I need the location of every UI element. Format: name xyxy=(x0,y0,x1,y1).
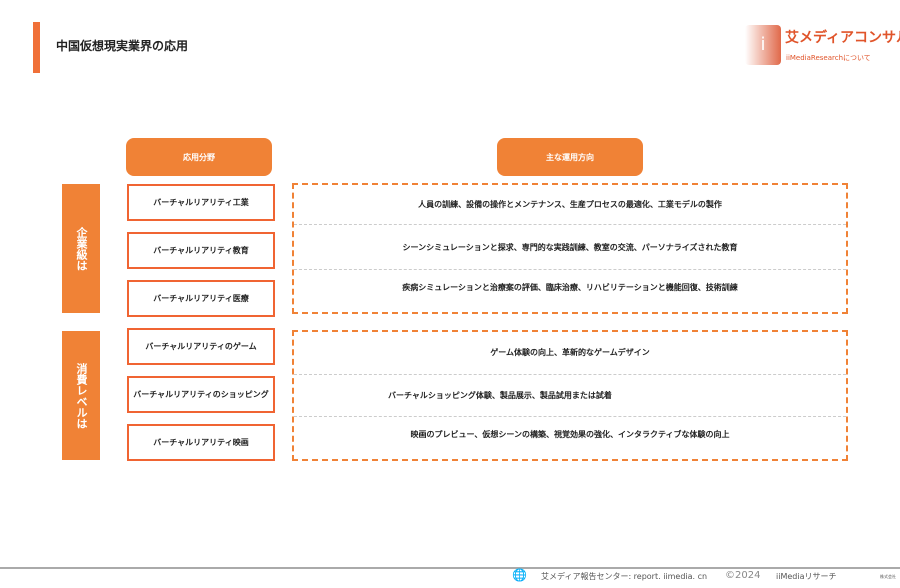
field-item: バーチャルリアリティ医療 xyxy=(127,280,275,317)
direction-text: シーンシミュレーションと探求、専門的な実践訓練、教室の交流、パーソナライズされた… xyxy=(402,242,738,252)
title-accent-bar xyxy=(33,22,40,73)
field-item: バーチャルリアリティ教育 xyxy=(127,232,275,269)
logo-icon: i xyxy=(745,25,781,65)
page-title: 中国仮想現実業界の応用 xyxy=(56,39,189,53)
footer-corner: 株式会社 xyxy=(880,574,896,579)
divider xyxy=(294,224,846,225)
field-item: バーチャルリアリティのゲーム xyxy=(127,328,275,365)
footer-divider xyxy=(0,567,900,569)
divider xyxy=(294,416,846,417)
logo-sub: iiMediaResearchについて xyxy=(786,54,871,62)
direction-box-consumer: ゲーム体験の向上、革新的なゲームデザイン バーチャルショッピング体験、製品展示、… xyxy=(292,330,848,461)
footer-brand: iiMediaリサーチ xyxy=(776,572,837,581)
group-label-enterprise: 企業級は xyxy=(62,184,100,313)
globe-icon: 🌐 xyxy=(512,568,527,582)
direction-text: バーチャルショッピング体験、製品展示、製品試用または試着 xyxy=(388,391,612,400)
divider xyxy=(294,269,846,270)
column-header-direction: 主な運用方向 xyxy=(497,138,643,176)
direction-box-enterprise: 人員の訓練、設備の操作とメンテナンス、生産プロセスの最適化、工業モデルの製作 シ… xyxy=(292,183,848,314)
footer-copyright: ©2024 xyxy=(725,570,761,581)
direction-text: 映画のプレビュー、仮想シーンの構築、視覚効果の強化、インタラクティブな体験の向上 xyxy=(410,429,730,439)
field-item: バーチャルリアリティ映画 xyxy=(127,424,275,461)
divider xyxy=(294,374,846,375)
direction-text: 人員の訓練、設備の操作とメンテナンス、生産プロセスの最適化、工業モデルの製作 xyxy=(418,199,722,209)
field-item: バーチャルリアリティのショッピング xyxy=(127,376,275,413)
direction-text: 疾病シミュレーションと治療案の評価、臨床治療、リハビリテーションと機能回復、技術… xyxy=(402,282,738,292)
footer-report-center[interactable]: 艾メディア報告センター: report. iimedia. cn xyxy=(541,572,708,581)
direction-text: ゲーム体験の向上、革新的なゲームデザイン xyxy=(490,347,650,357)
column-header-field: 応用分野 xyxy=(126,138,272,176)
logo-name: 艾メディアコンサル xyxy=(785,30,900,46)
field-item: バーチャルリアリティ工業 xyxy=(127,184,275,221)
logo[interactable]: i 艾メディアコンサル iiMediaResearchについて xyxy=(745,25,900,67)
group-label-consumer: 消費レベルは xyxy=(62,331,100,460)
